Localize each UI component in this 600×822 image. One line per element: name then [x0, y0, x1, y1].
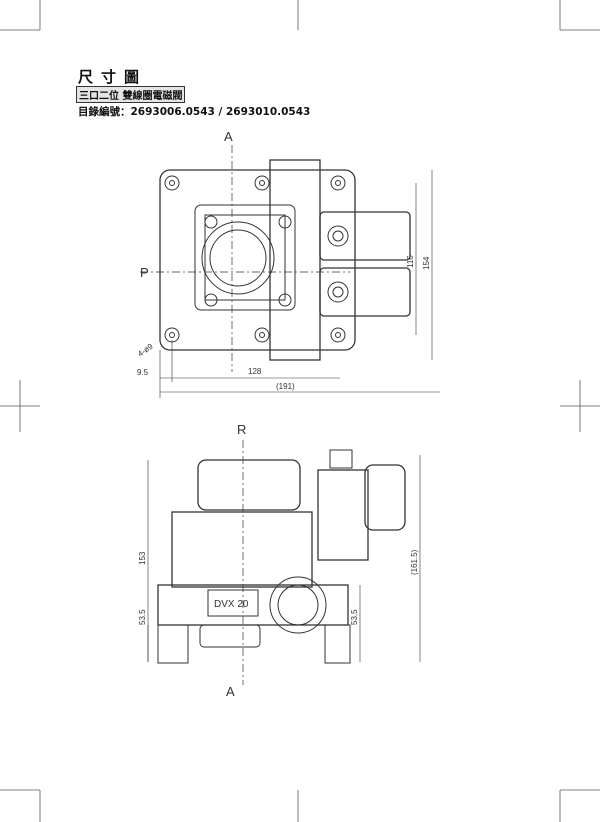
- dim-right-lower: 53.5: [350, 609, 359, 625]
- dim-total-width: (191): [276, 382, 295, 391]
- dim-height-inner: 116: [406, 255, 415, 268]
- dim-width: 128: [248, 367, 262, 376]
- port-a-top-label: A: [224, 129, 233, 144]
- hole-note: 4-ø9: [136, 342, 155, 359]
- catalog-number: 目錄編號：2693006.0543 / 2693010.0543: [78, 106, 311, 118]
- model-label: DVX 20: [214, 599, 249, 610]
- dim-height-total: 154: [422, 256, 431, 270]
- top-view: [140, 145, 440, 398]
- dim-total-height: (161.5): [410, 549, 419, 575]
- product-subtitle: 三口二位 雙線圈電磁閥: [76, 86, 186, 103]
- port-a-bottom-label: A: [226, 684, 235, 699]
- page-title: 尺寸圖: [78, 68, 148, 86]
- dim-offset: 9.5: [137, 368, 149, 377]
- port-p-label: P: [140, 265, 149, 280]
- dim-left-lower: 53.5: [138, 609, 147, 625]
- port-r-label: R: [237, 422, 246, 437]
- dim-side-height: 153: [138, 551, 147, 565]
- side-view: [147, 440, 421, 685]
